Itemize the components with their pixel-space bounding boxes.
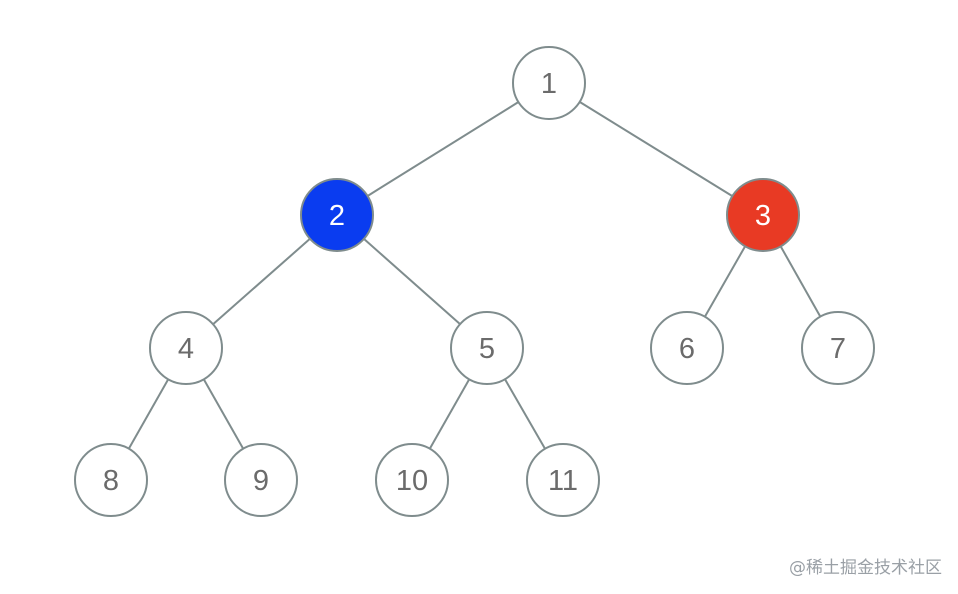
- node-label-5: 5: [479, 333, 495, 365]
- node-label-6: 6: [679, 333, 695, 365]
- tree-node-9: 9: [224, 443, 298, 517]
- edge-2-5: [363, 238, 461, 325]
- node-circle-1: [512, 46, 586, 120]
- node-circle-3: [726, 178, 800, 252]
- node-circle-4: [149, 311, 223, 385]
- edge-5-11: [504, 378, 546, 450]
- tree-node-10: 10: [375, 443, 449, 517]
- tree-node-8: 8: [74, 443, 148, 517]
- tree-node-11: 11: [526, 443, 600, 517]
- node-circle-2: [300, 178, 374, 252]
- watermark: @稀土掘金技术社区: [789, 558, 942, 578]
- tree-node-1: 1: [512, 46, 586, 120]
- edge-2-4: [212, 238, 311, 325]
- edge-1-3: [579, 101, 733, 197]
- tree-node-6: 6: [650, 311, 724, 385]
- node-circle-6: [650, 311, 724, 385]
- edge-3-7: [779, 245, 822, 318]
- node-circle-8: [74, 443, 148, 517]
- edge-4-8: [127, 378, 170, 450]
- node-label-8: 8: [103, 465, 119, 497]
- tree-node-7: 7: [801, 311, 875, 385]
- node-label-2: 2: [329, 200, 345, 232]
- node-label-10: 10: [396, 465, 428, 497]
- tree-edges: [127, 101, 822, 450]
- tree-node-3: 3: [726, 178, 800, 252]
- node-circle-9: [224, 443, 298, 517]
- node-label-4: 4: [178, 333, 194, 365]
- tree-node-2: 2: [300, 178, 374, 252]
- node-label-1: 1: [541, 68, 557, 100]
- node-label-7: 7: [830, 333, 846, 365]
- node-circle-11: [526, 443, 600, 517]
- node-label-3: 3: [755, 200, 771, 232]
- tree-node-5: 5: [450, 311, 524, 385]
- edge-4-9: [202, 378, 245, 450]
- node-circle-10: [375, 443, 449, 517]
- edge-5-10: [428, 378, 471, 450]
- node-circle-5: [450, 311, 524, 385]
- node-label-9: 9: [253, 465, 269, 497]
- node-label-11: 11: [548, 465, 578, 497]
- node-circle-7: [801, 311, 875, 385]
- tree-node-4: 4: [149, 311, 223, 385]
- edge-3-6: [703, 245, 747, 318]
- edge-1-2: [367, 101, 519, 197]
- tree-nodes: 1 2 3 4 5 6 7 8 9 10 11: [74, 46, 875, 517]
